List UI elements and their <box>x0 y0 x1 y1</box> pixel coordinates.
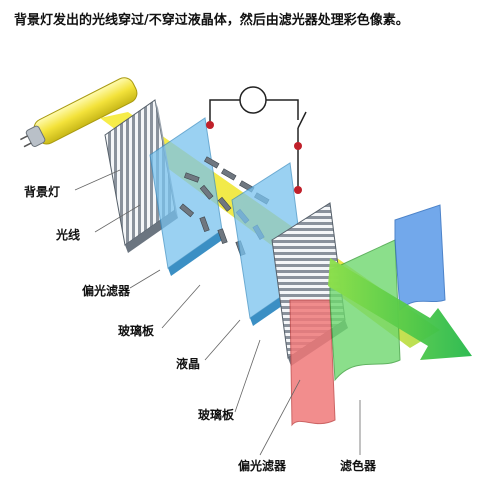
label-polarizer-2: 偏光滤器 <box>238 459 287 473</box>
output-light-arrow <box>328 258 472 360</box>
circuit <box>209 86 307 190</box>
label-color-filter: 滤色器 <box>340 459 377 473</box>
caption-text: 背景灯发出的光线穿过/不穿过液晶体，然后由滤光器处理彩色像素。 <box>14 13 409 28</box>
label-polarizer-1: 偏光滤器 <box>82 284 131 298</box>
circuit-nodes <box>206 121 302 194</box>
label-liquid-crystal: 液晶 <box>176 357 201 371</box>
label-pointers <box>74 169 361 456</box>
label-light-ray: 光线 <box>56 228 81 242</box>
label-glass-1: 玻璃板 <box>118 324 155 338</box>
label-backlight: 背景灯 <box>24 185 61 199</box>
backlight-tube <box>20 77 138 148</box>
label-glass-2: 玻璃板 <box>198 408 235 422</box>
